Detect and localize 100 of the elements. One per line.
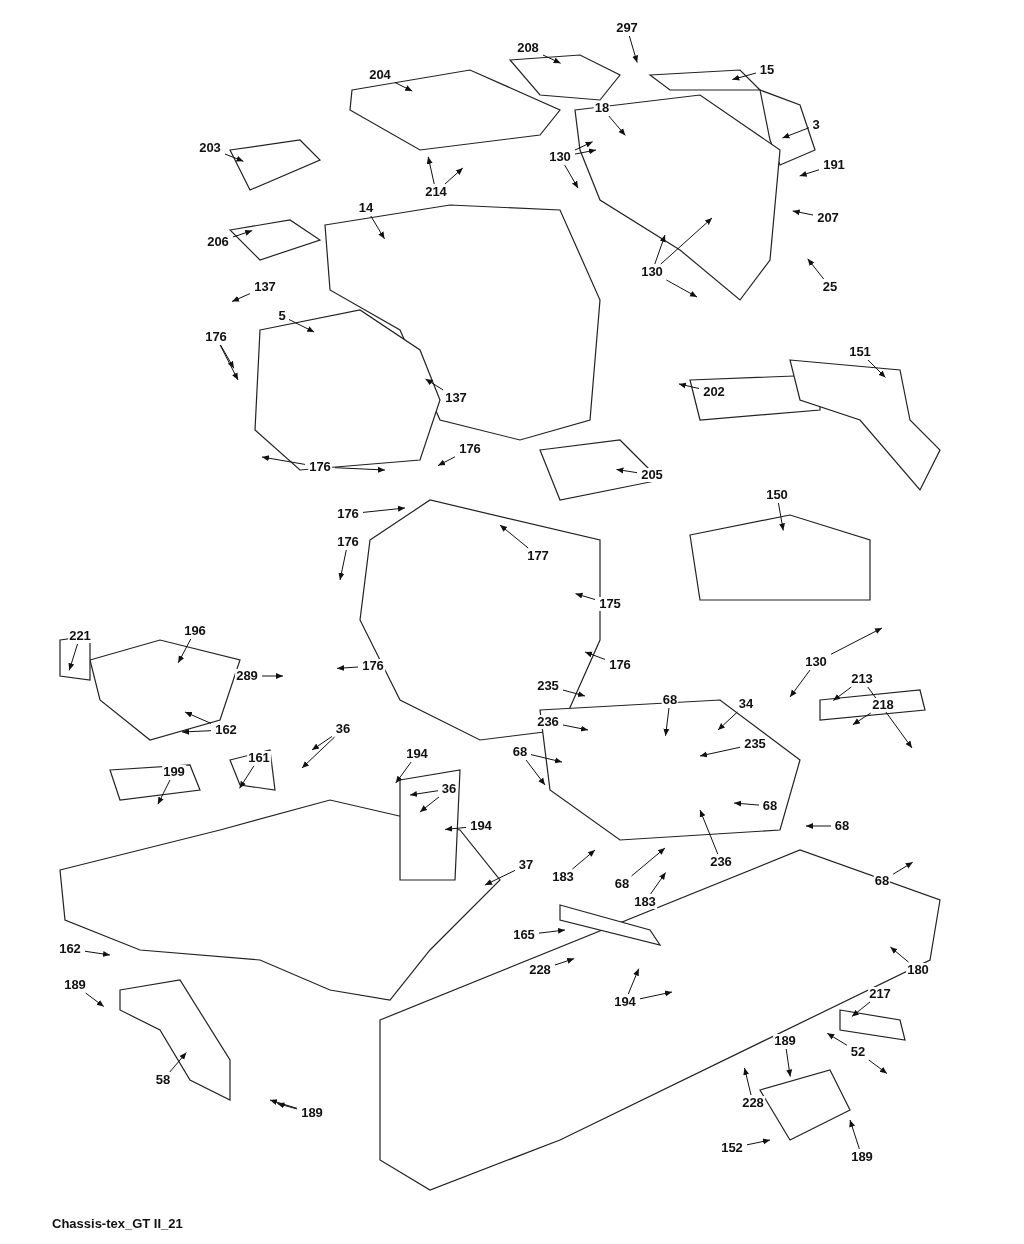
callout-number: 176 [361, 659, 385, 673]
callout-number: 68 [761, 799, 779, 813]
leader-line [84, 950, 111, 957]
callout-number: 199 [162, 765, 186, 779]
callout-number: 36 [440, 782, 458, 796]
leader-line [889, 946, 909, 963]
callout-number: 196 [183, 624, 207, 638]
leader-line [169, 1052, 187, 1073]
leader-line [615, 467, 638, 474]
callout-number: 207 [816, 211, 840, 225]
callout-number: 194 [469, 819, 493, 833]
callout-number: 152 [720, 1141, 744, 1155]
callout-number: 194 [405, 747, 429, 761]
callout-number: 68 [613, 877, 631, 891]
leader-line [867, 359, 886, 378]
callout-number: 176 [608, 658, 632, 672]
callout-number: 68 [661, 693, 679, 707]
callout-number: 191 [822, 158, 846, 172]
leader-line [157, 779, 171, 805]
leader-line [261, 455, 306, 465]
leader-line [231, 293, 251, 302]
callout-number: 203 [198, 141, 222, 155]
leader-line [584, 651, 606, 660]
leader-line [660, 217, 713, 265]
leader-line [699, 809, 719, 855]
leader-line [608, 115, 626, 136]
leader-line [424, 378, 444, 391]
leader-line [631, 847, 666, 877]
leader-line [789, 669, 811, 698]
leader-line [799, 169, 820, 177]
callout-number: 68 [833, 819, 851, 833]
leader-line [717, 711, 738, 731]
leader-line [627, 968, 640, 995]
callout-number: 213 [850, 672, 874, 686]
leader-line [177, 638, 192, 664]
callout-number: 68 [873, 874, 891, 888]
callout-number: 228 [741, 1096, 765, 1110]
leader-line [336, 664, 359, 671]
callout-number: 68 [511, 745, 529, 759]
callout-number: 221 [68, 629, 92, 643]
callout-number: 205 [640, 468, 664, 482]
leader-line [181, 728, 212, 735]
leader-line [426, 156, 435, 185]
callout-number: 130 [804, 655, 828, 669]
callout-number: 34 [737, 697, 755, 711]
leader-line [830, 627, 883, 655]
callout-number: 204 [368, 68, 392, 82]
leader-line [232, 230, 253, 238]
leader-line [239, 765, 255, 789]
callout-number: 183 [633, 895, 657, 909]
callout-number: 202 [702, 385, 726, 399]
leader-line [792, 209, 814, 216]
callout-number: 228 [528, 963, 552, 977]
leader-line [781, 127, 810, 139]
leader-line [851, 1001, 871, 1017]
leader-line [288, 319, 315, 333]
leader-line [419, 796, 440, 813]
leader-line [444, 167, 464, 185]
callout-number: 289 [235, 669, 259, 683]
callout-number: 214 [424, 185, 448, 199]
leader-line [665, 279, 698, 298]
callout-number: 176 [204, 330, 228, 344]
leader-line [574, 141, 594, 151]
callout-number: 176 [308, 460, 332, 474]
callout-number: 235 [536, 679, 560, 693]
callout-number: 218 [871, 698, 895, 712]
leader-line [733, 800, 760, 807]
leader-line [574, 148, 597, 155]
leader-line [564, 164, 579, 189]
callout-number: 52 [849, 1045, 867, 1059]
caption: Chassis-tex_GT II_21 [52, 1216, 183, 1231]
leader-line [338, 549, 347, 581]
callout-number: 206 [206, 235, 230, 249]
callout-number: 189 [300, 1106, 324, 1120]
leader-line [628, 35, 639, 64]
leader-line [743, 1067, 752, 1096]
leader-line [731, 72, 757, 81]
leader-line [276, 1102, 298, 1110]
leader-line [499, 524, 529, 549]
leader-line [269, 1099, 298, 1109]
leader-line [849, 1119, 860, 1150]
leader-line [68, 643, 78, 671]
leader-line [562, 689, 586, 698]
callout-number: 14 [357, 201, 375, 215]
callout-number: 180 [906, 963, 930, 977]
leader-line [261, 673, 284, 679]
leader-line [868, 1059, 888, 1074]
leader-line [301, 736, 336, 769]
leader-line [575, 592, 596, 600]
leader-line [867, 686, 913, 749]
leader-line [370, 215, 385, 240]
leader-line [437, 456, 456, 467]
callout-number: 37 [517, 858, 535, 872]
callout-number: 36 [334, 722, 352, 736]
callout-number: 235 [743, 737, 767, 751]
leader-line [395, 761, 412, 784]
leader-line [394, 82, 413, 92]
leader-line [852, 712, 872, 726]
leader-line [530, 754, 563, 764]
leader-line [224, 153, 244, 162]
